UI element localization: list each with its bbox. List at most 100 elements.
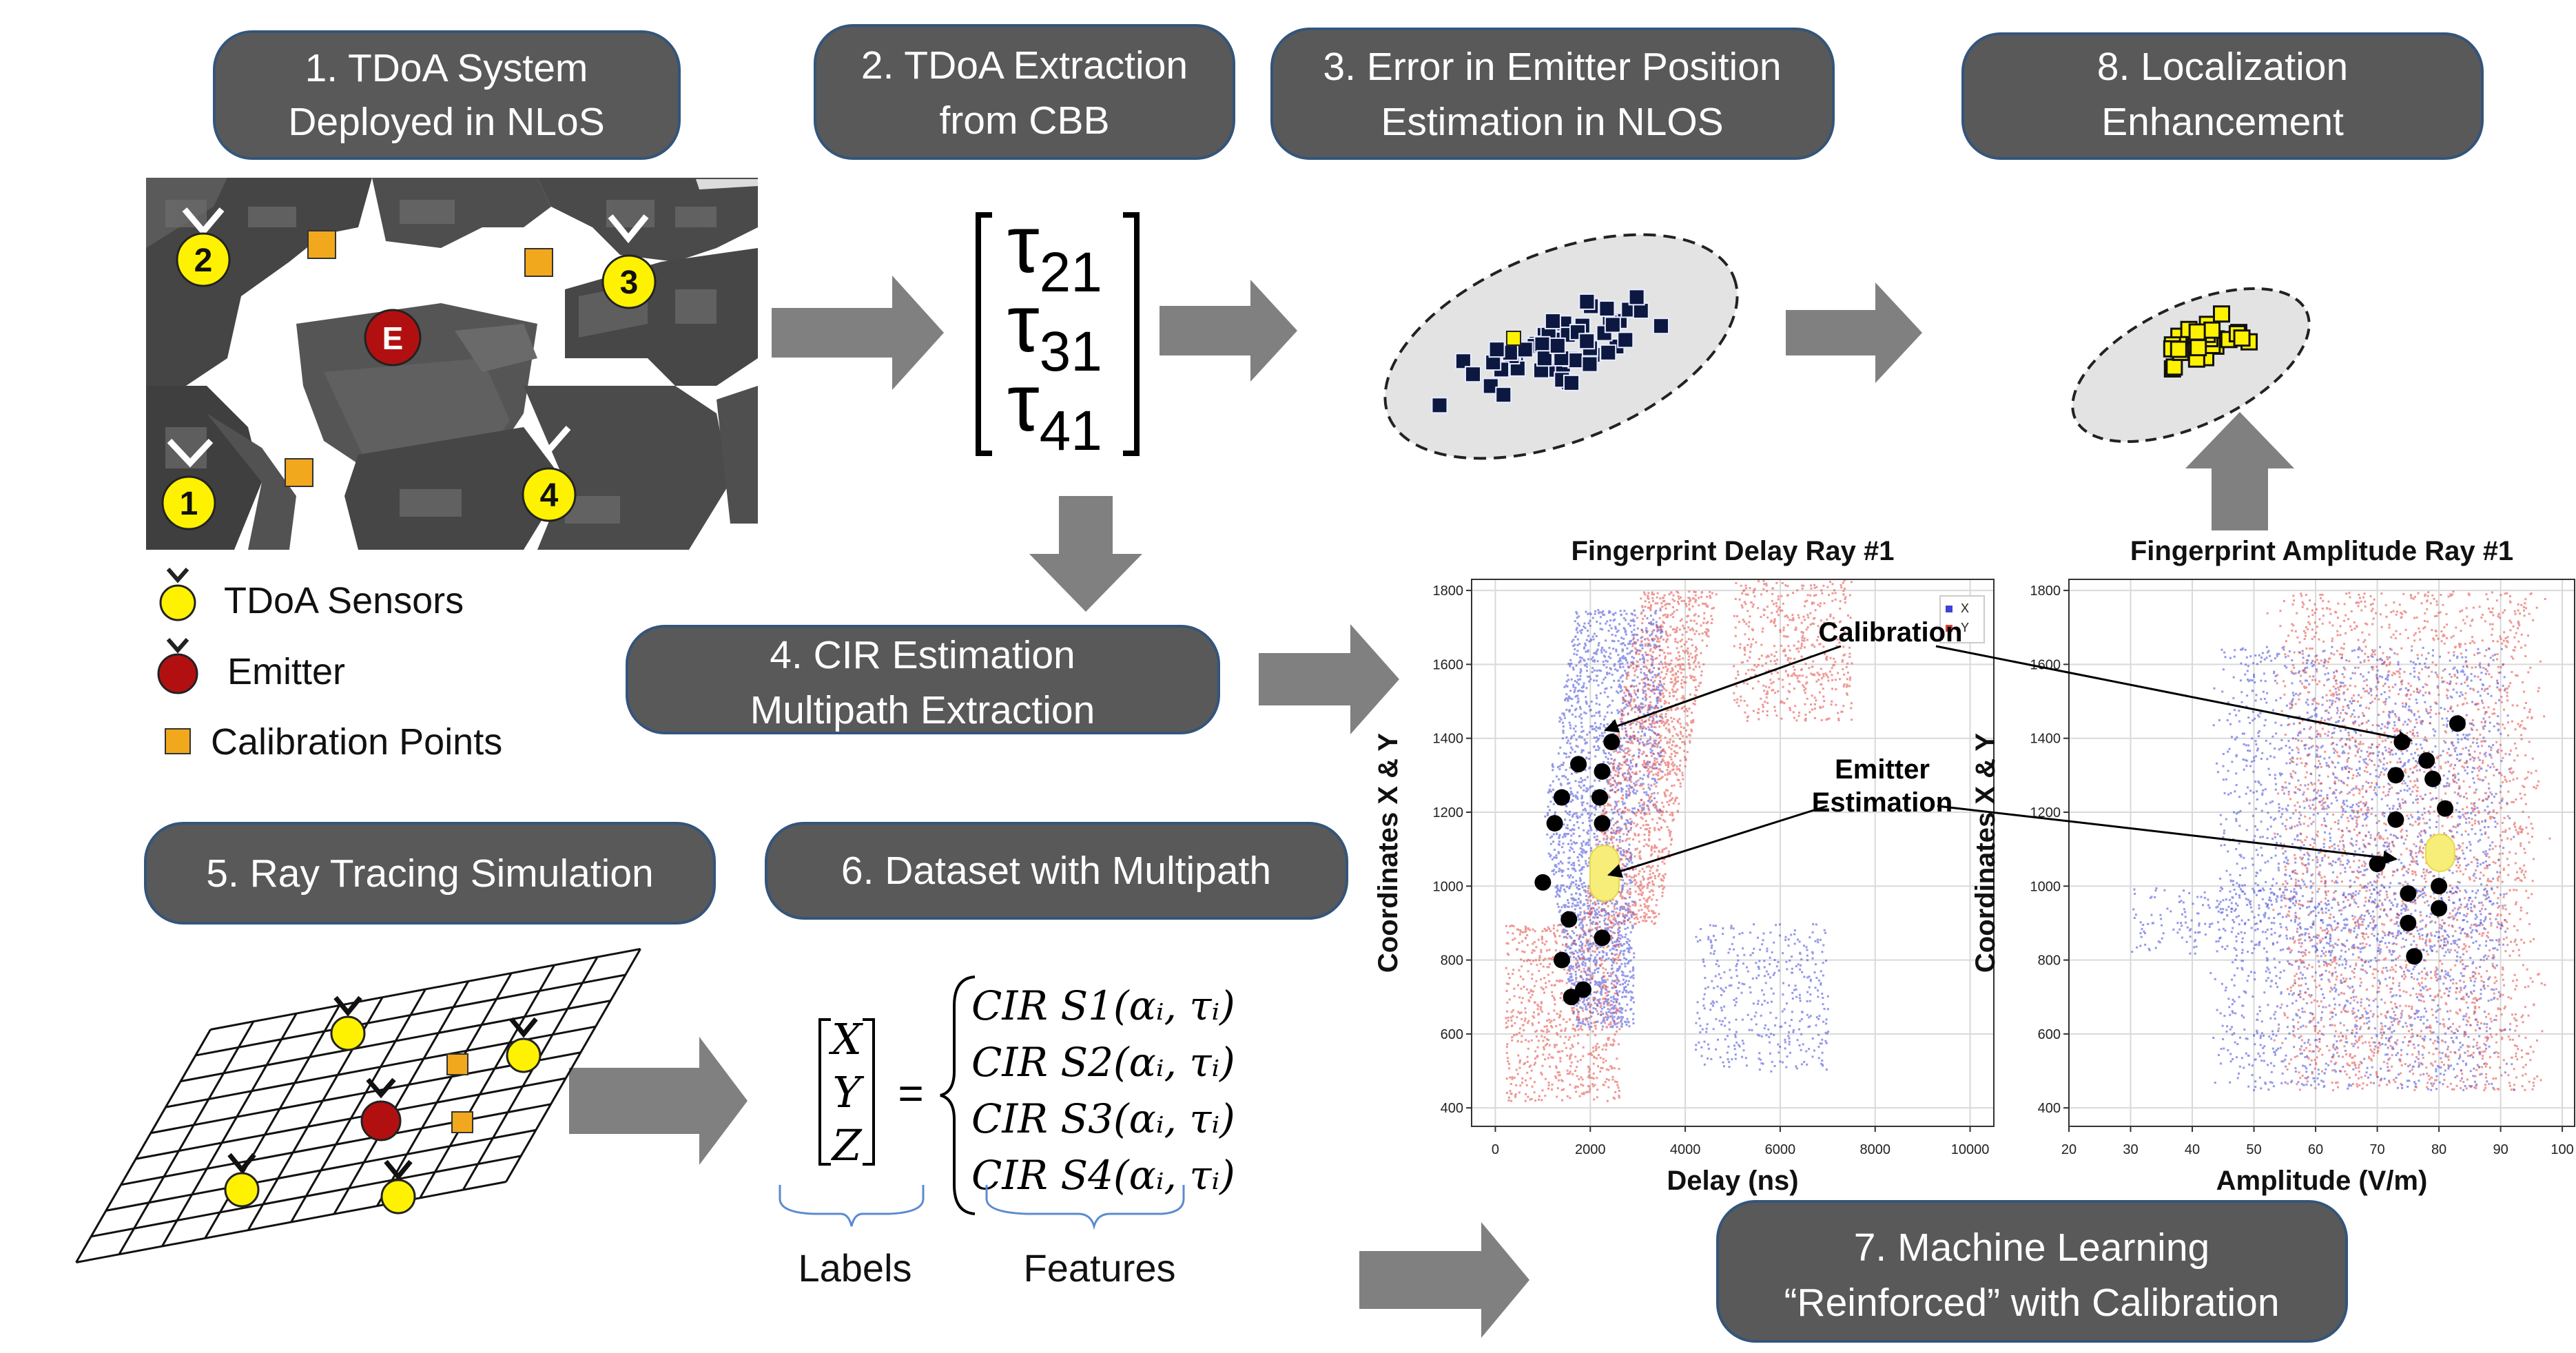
sensor-4-label: 4 [540, 477, 559, 514]
y-tick-label: 600 [1441, 1027, 1463, 1042]
enhanced-estimate-marker [2213, 305, 2231, 323]
annotation-emitter-line1: Emitter [1835, 754, 1930, 785]
calibration-point [1591, 789, 1609, 806]
error-estimate-marker [1454, 353, 1472, 370]
calibration-point [2393, 734, 2411, 751]
legend-label-x: X [1961, 601, 1969, 615]
step-7-line1: 7. Machine Learning [1854, 1226, 2210, 1270]
calibration-point [1574, 981, 1591, 998]
features-caption: Features [1024, 1246, 1176, 1290]
cir-row-1: CIR S1(αᵢ, τᵢ) [971, 982, 1235, 1029]
series-cloud [2131, 590, 2551, 1091]
city-sensor-3: 3 [601, 214, 657, 309]
step-box-2: 2. TDoA Extraction from CBB [814, 24, 1235, 160]
plot-frame [2068, 579, 2575, 1127]
rt-emitter [360, 1077, 402, 1142]
calibration-point [2387, 811, 2404, 828]
calibration-point [1570, 756, 1587, 773]
chart-legend [1939, 595, 1985, 643]
error-estimate-marker [1604, 316, 1621, 333]
x-tick-label: 80 [2431, 1142, 2446, 1157]
calibration-point [1560, 911, 1578, 928]
step-box-7: 7. Machine Learning “Reinforced” with Ca… [1716, 1200, 2348, 1343]
error-estimate-marker [1600, 344, 1617, 361]
error-estimate-marker [1431, 397, 1448, 414]
ray-tracing-grid [75, 948, 641, 1263]
step-box-5: 5. Ray Tracing Simulation [144, 822, 716, 925]
calibration-point [1534, 874, 1552, 891]
grid-line [290, 989, 426, 1223]
grid-line [333, 980, 470, 1215]
x-tick-label: 90 [2493, 1142, 2508, 1157]
error-estimate-marker [1536, 350, 1553, 367]
enhanced-estimate-marker [2189, 339, 2207, 357]
legend-sensor-icon [159, 568, 196, 621]
legend-calibration-icon [165, 728, 191, 754]
calibration-point [2418, 752, 2435, 769]
enhanced-estimates [2163, 305, 2258, 378]
calibration-point [1594, 763, 1611, 780]
error-estimate-marker [1567, 352, 1585, 369]
dataset-equation: X Y Z = CIR S1(αᵢ, τᵢ) CIR S2(αᵢ, τᵢ) CI… [779, 975, 1235, 1290]
series-y-points [2266, 590, 2551, 1091]
error-estimate-marker [1578, 333, 1596, 350]
calibration-point [2369, 856, 2386, 873]
y-tick-label: 800 [2038, 953, 2061, 969]
error-estimate-marker [1578, 293, 1596, 310]
sensor-3-label: 3 [620, 265, 639, 301]
grid-line [419, 964, 555, 1199]
y-tick-label: 600 [2038, 1027, 2061, 1042]
legend-swatch-y [1946, 625, 1952, 632]
y-tick-label: 1800 [1433, 583, 1464, 599]
y-tick-label: 400 [1441, 1101, 1463, 1116]
arrow-tdoa-to-error [1160, 280, 1297, 382]
calibration-point [2400, 885, 2417, 902]
x-tick-label: 20 [2061, 1142, 2077, 1157]
error-estimates [1431, 289, 1669, 414]
emitter-pointer-amplitude [1937, 805, 2398, 865]
error-estimate-marker [1534, 335, 1551, 353]
arrow-cir-to-plots [1259, 624, 1399, 734]
x-tick-label: 40 [2185, 1142, 2200, 1157]
error-estimate-marker [1617, 331, 1634, 349]
calibration-marker [446, 1053, 468, 1075]
x-tick-label: 30 [2123, 1142, 2138, 1157]
enhanced-estimate-marker [2233, 329, 2251, 347]
arrow-tdoa-down-to-cir [1029, 496, 1142, 612]
arrow-dataset-to-ml [1359, 1222, 1529, 1338]
x-tick-label: 50 [2246, 1142, 2261, 1157]
arrow-city-to-tdoa [772, 276, 944, 390]
tau-symbol: τ [1007, 358, 1040, 448]
y-tick-label: 1400 [1433, 732, 1464, 747]
emitter-pointer-delay [1607, 805, 1828, 878]
tdoa-tau-21: τ21 [1007, 199, 1102, 304]
tau-symbol: τ [1007, 199, 1040, 290]
rt-sensor [506, 1017, 542, 1073]
x-tick-label: 60 [2308, 1142, 2323, 1157]
city-emitter: E [364, 275, 422, 366]
x-tick-label: 8000 [1859, 1142, 1890, 1157]
enhanced-estimate-marker [2203, 321, 2221, 339]
label-z: Z [830, 1120, 862, 1170]
rt-sensor [330, 995, 366, 1051]
y-tick-label: 800 [1441, 953, 1463, 969]
arrow-plots-up-to-enhancement [2185, 412, 2294, 530]
calibration-pointer-amplitude [1935, 645, 2413, 745]
y-axis-label: Coordinates X & Y [1970, 733, 2001, 973]
error-ellipse-group [1383, 233, 1739, 460]
x-tick-label: 2000 [1575, 1142, 1606, 1157]
calibration-point [2431, 878, 2448, 895]
rt-sensor [380, 1159, 416, 1215]
calibration-point [2437, 800, 2454, 817]
series-y-points [1733, 579, 1853, 722]
plot-frame [1471, 579, 1995, 1127]
step-2-line2: from CBB [939, 99, 1109, 143]
step-1-line1: 1. TDoA System [305, 46, 588, 90]
step-6-label: 6. Dataset with Multipath [841, 849, 1271, 893]
error-estimate-marker [1549, 337, 1566, 354]
step-3-line1: 3. Error in Emitter Position [1323, 45, 1781, 89]
y-tick-label: 400 [2038, 1101, 2061, 1116]
step-4-line1: 4. CIR Estimation [770, 633, 1075, 677]
calibration-point [2449, 715, 2466, 732]
